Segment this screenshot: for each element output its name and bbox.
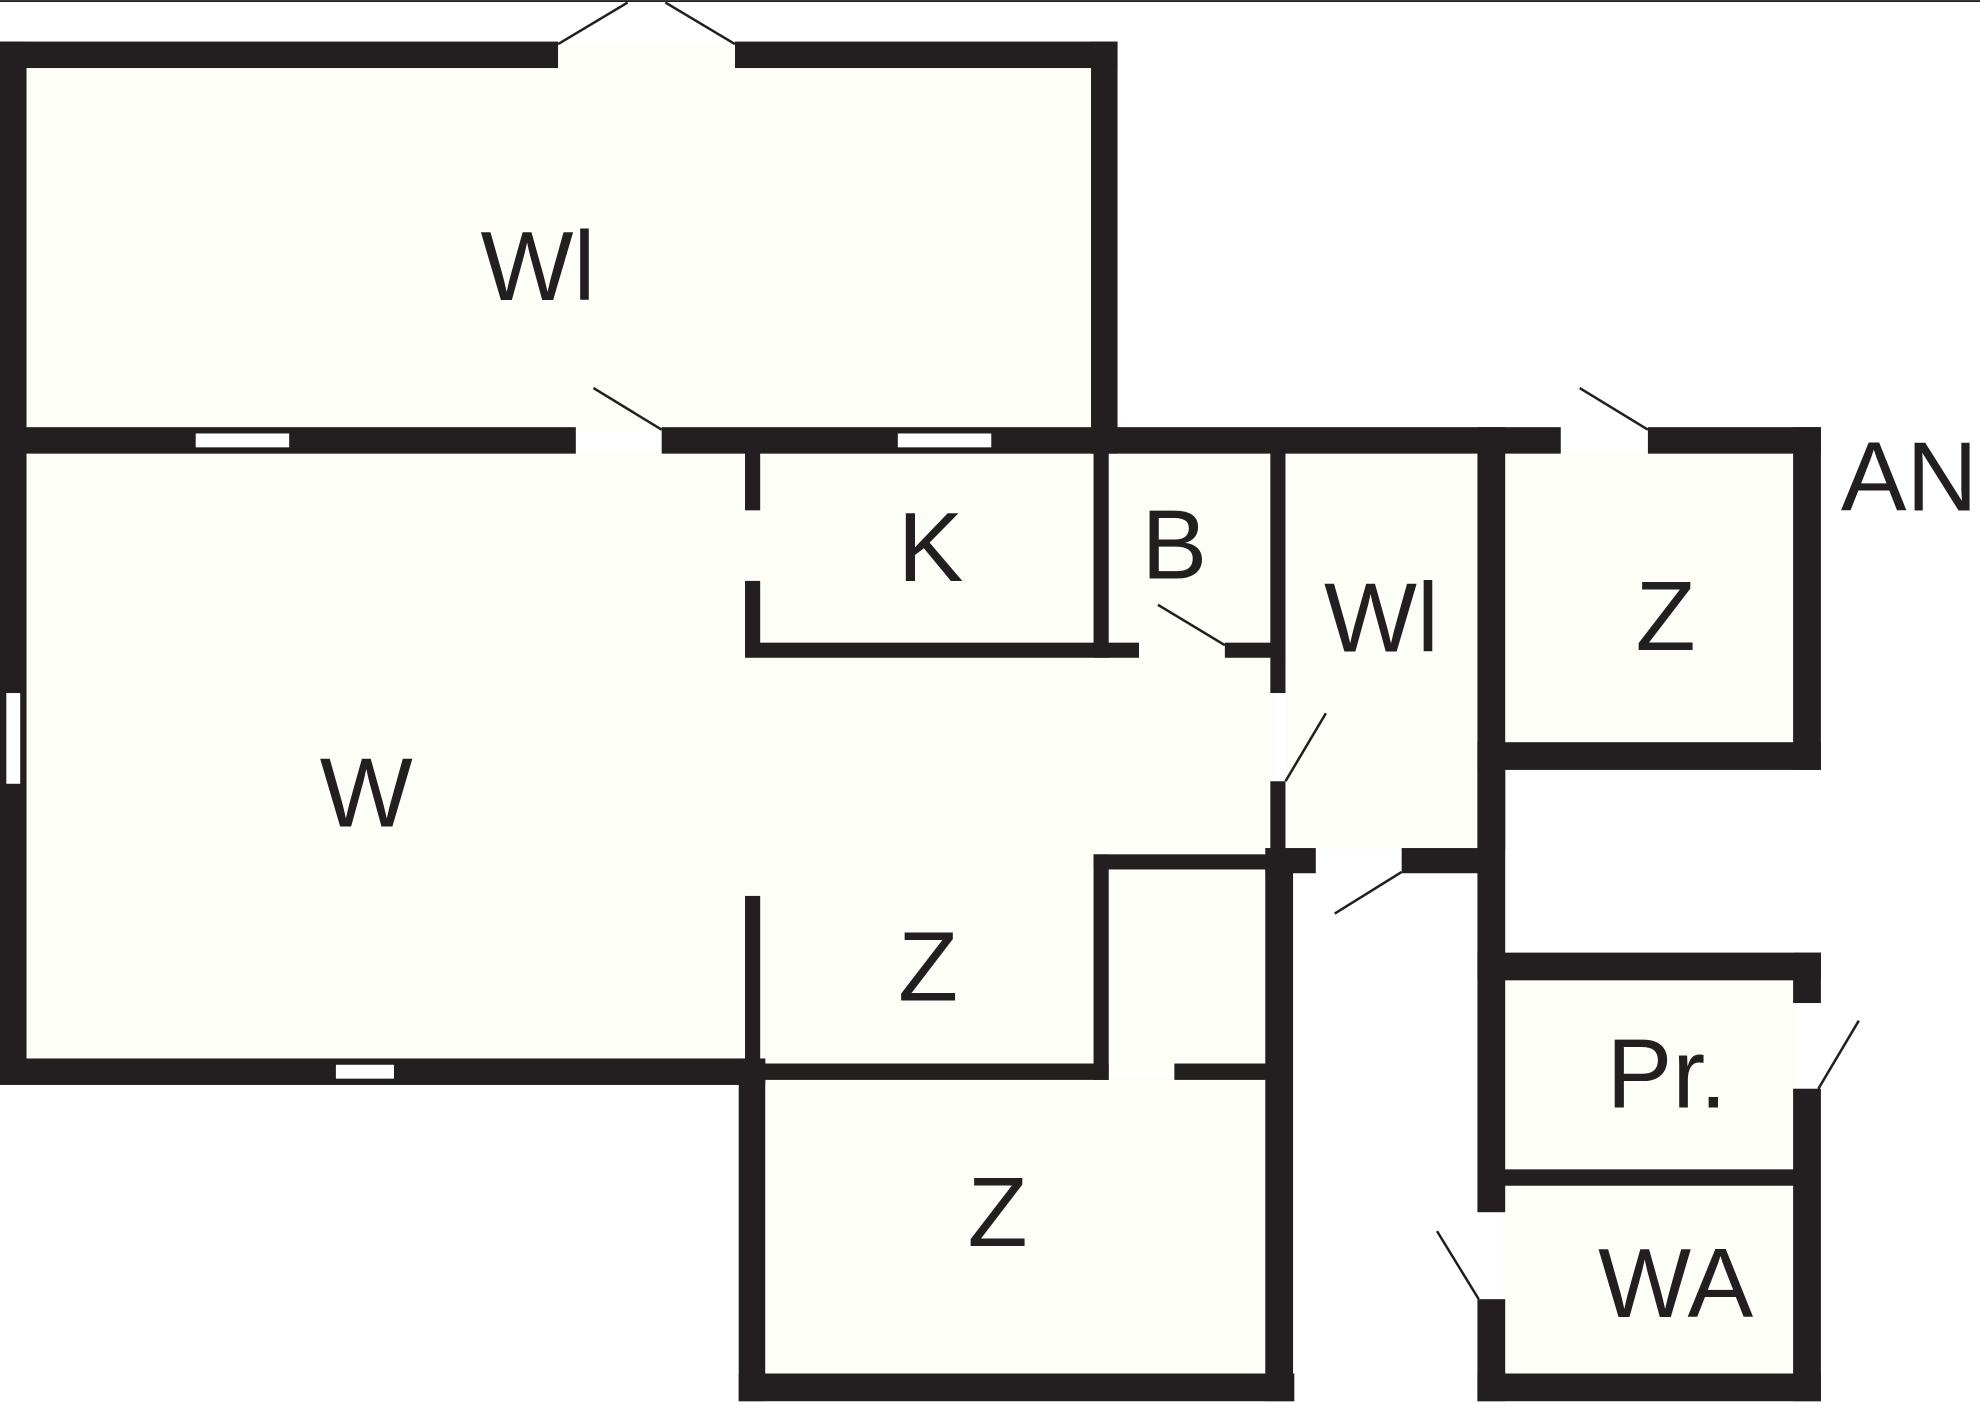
- room-label-wl-top: Wl: [481, 211, 596, 321]
- walls: [0, 41, 1821, 1402]
- wall: [1647, 427, 1821, 454]
- floor-wa: [1502, 1184, 1796, 1375]
- window: [335, 1064, 394, 1079]
- floor-pr: [1502, 977, 1796, 1172]
- room-labels: Wl W K B Wl Z Z Z Pr. WA AN: [320, 211, 1978, 1338]
- wall: [1093, 451, 1109, 658]
- wall: [1502, 1169, 1796, 1186]
- wall: [1265, 854, 1294, 1402]
- door-swing: [1157, 603, 1226, 647]
- door-swing: [1334, 870, 1403, 915]
- wall: [0, 41, 559, 69]
- door-swing: [1435, 1230, 1480, 1300]
- wall: [1093, 854, 1271, 870]
- windows: [6, 433, 992, 1079]
- wall: [1793, 427, 1821, 770]
- wall: [738, 1058, 766, 1402]
- wall: [1174, 1063, 1271, 1080]
- floor-z-bottom: [762, 1077, 1268, 1375]
- door-swing: [664, 1, 736, 46]
- wall: [1091, 41, 1118, 454]
- wall: [738, 1373, 1295, 1402]
- door-opening: [558, 41, 735, 69]
- wall: [1793, 1088, 1821, 1402]
- floor-z-middle: [755, 856, 1273, 1072]
- window: [6, 693, 21, 784]
- wall: [1270, 781, 1286, 855]
- floor-wl-hall: [1285, 451, 1478, 850]
- door-swing: [557, 1, 629, 46]
- floor-wl-top: [25, 68, 1093, 431]
- room-label-wa: WA: [1598, 1228, 1753, 1338]
- wall: [745, 642, 1140, 658]
- room-label-wl-hall: Wl: [1324, 563, 1439, 673]
- wall: [734, 41, 1118, 69]
- wall: [0, 41, 27, 1084]
- door-swing: [1579, 387, 1649, 431]
- room-label-pr: Pr.: [1607, 1019, 1727, 1129]
- floor-b: [1108, 451, 1273, 653]
- wall: [1270, 451, 1286, 694]
- room-label-b: B: [1142, 489, 1208, 599]
- wall: [1477, 742, 1506, 957]
- wall: [661, 427, 1561, 454]
- wall: [745, 895, 761, 1079]
- room-label-k: K: [898, 492, 964, 602]
- room-label-z-middle: Z: [898, 912, 958, 1022]
- wall: [1477, 952, 1506, 1213]
- wall: [1477, 1373, 1821, 1402]
- room-label-z-bottom: Z: [967, 1157, 1027, 1267]
- window: [195, 433, 290, 448]
- door-swing: [1817, 1020, 1860, 1090]
- annotation-an: AN: [1841, 421, 1978, 531]
- doors: [557, 1, 1860, 1300]
- floor-z-right: [1502, 451, 1796, 744]
- wall: [1477, 742, 1821, 770]
- door-swing: [1284, 712, 1327, 782]
- room-label-z-right: Z: [1635, 561, 1695, 671]
- room-label-w-main: W: [320, 738, 413, 848]
- wall: [760, 1063, 1109, 1080]
- wall: [1401, 848, 1480, 874]
- wall: [1793, 952, 1821, 1004]
- floors: [25, 68, 1796, 1375]
- door-swing: [592, 387, 663, 431]
- window: [897, 433, 992, 448]
- wall: [745, 580, 761, 657]
- wall: [1477, 952, 1821, 981]
- wall: [1093, 854, 1109, 1080]
- wall: [745, 451, 761, 511]
